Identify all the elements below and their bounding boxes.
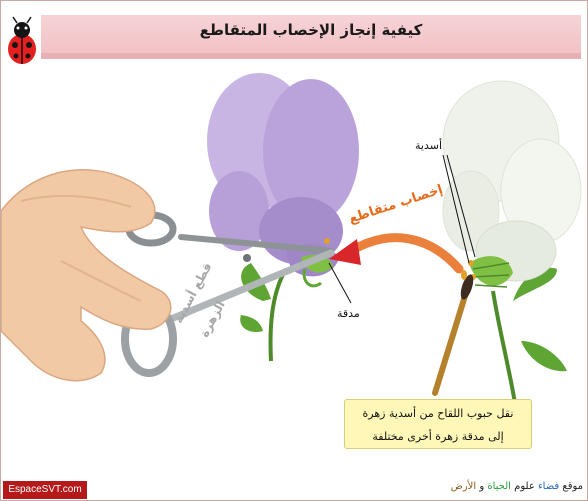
pollination-note: نقل حبوب اللقاح من أسدية زهرة إلى مدقة ز… — [344, 399, 532, 449]
site-word-4: الحياة — [487, 481, 511, 492]
white-flower-icon — [443, 81, 581, 441]
pistil-label: مدقة — [337, 307, 360, 320]
stamens-label: أسدية — [415, 139, 442, 152]
site-word-3: علوم — [514, 481, 535, 492]
note-line1: نقل حبوب اللقاح من أسدية زهرة — [345, 400, 531, 423]
note-line2: إلى مدقة زهرة أخرى مختلفة — [345, 423, 531, 446]
site-credit: موقع فضاء علوم الحياة و الأرض — [451, 481, 583, 492]
cross-arrow-icon — [329, 238, 459, 269]
site-word-6: الأرض — [451, 481, 476, 492]
hand-icon — [1, 170, 171, 381]
brush-icon — [435, 270, 476, 393]
site-word-1: موقع — [562, 481, 583, 492]
brand-badge[interactable]: EspaceSVT.com — [3, 481, 87, 499]
site-word-5: و — [479, 481, 484, 492]
site-word-2: فضاء — [538, 481, 559, 492]
